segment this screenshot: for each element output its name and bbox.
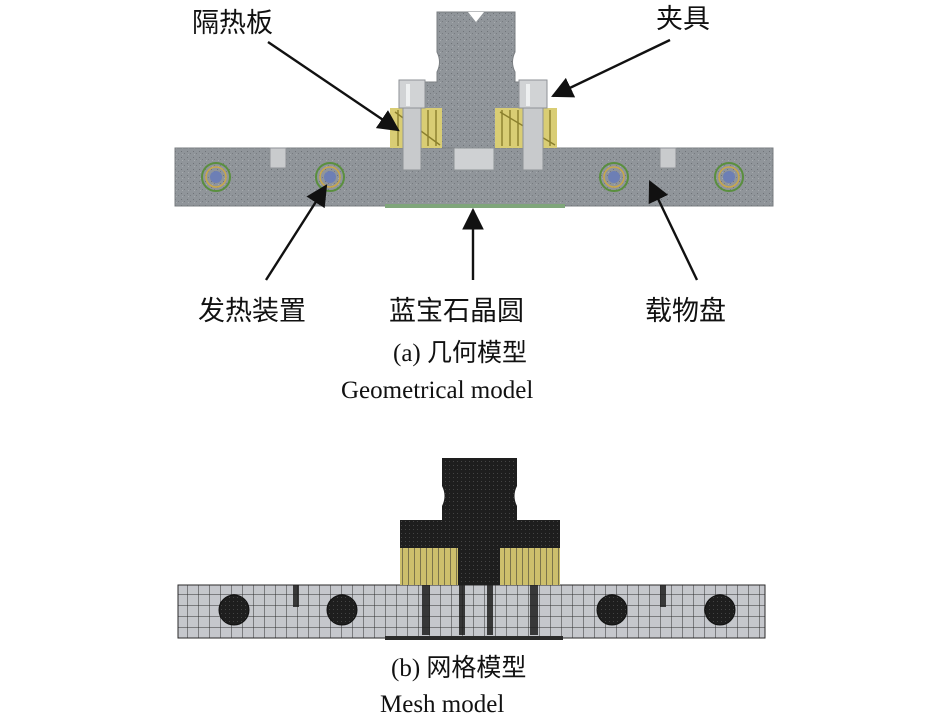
center-boss — [453, 147, 495, 171]
mesh-insulation-left — [400, 548, 460, 585]
caption-a-cn: (a) 几何模型 — [393, 339, 527, 367]
label-insulation-board: 隔热板 — [192, 8, 273, 39]
geometric-model: 隔热板 夹具 发热装置 蓝宝石晶圆 载物盘 (a) 几何模型 Geometric… — [174, 4, 774, 404]
mesh-insulation-right — [498, 548, 560, 585]
arrow-carrier — [648, 180, 699, 281]
heater-elements — [201, 162, 744, 192]
arrow-heater — [264, 184, 328, 281]
arrow-insulation-board — [267, 41, 400, 132]
mesh-heater-elements — [218, 594, 736, 626]
caption-b-en: Mesh model — [380, 691, 504, 718]
sapphire-wafer — [385, 204, 565, 208]
mesh-model: (b) 网格模型 Mesh model — [177, 458, 766, 718]
label-fixture: 夹具 — [656, 4, 710, 35]
bolt-left — [398, 79, 426, 171]
mesh-carrier-plate — [177, 584, 766, 639]
bolt-right — [518, 79, 548, 171]
leader-arrows — [264, 38, 699, 281]
arrow-fixture — [551, 38, 671, 98]
label-sapphire-wafer: 蓝宝石晶圆 — [389, 296, 524, 327]
caption-b-cn: (b) 网格模型 — [391, 654, 526, 682]
label-carrier: 载物盘 — [645, 296, 726, 327]
caption-a-en: Geometrical model — [341, 377, 533, 404]
label-heater: 发热装置 — [198, 296, 306, 327]
